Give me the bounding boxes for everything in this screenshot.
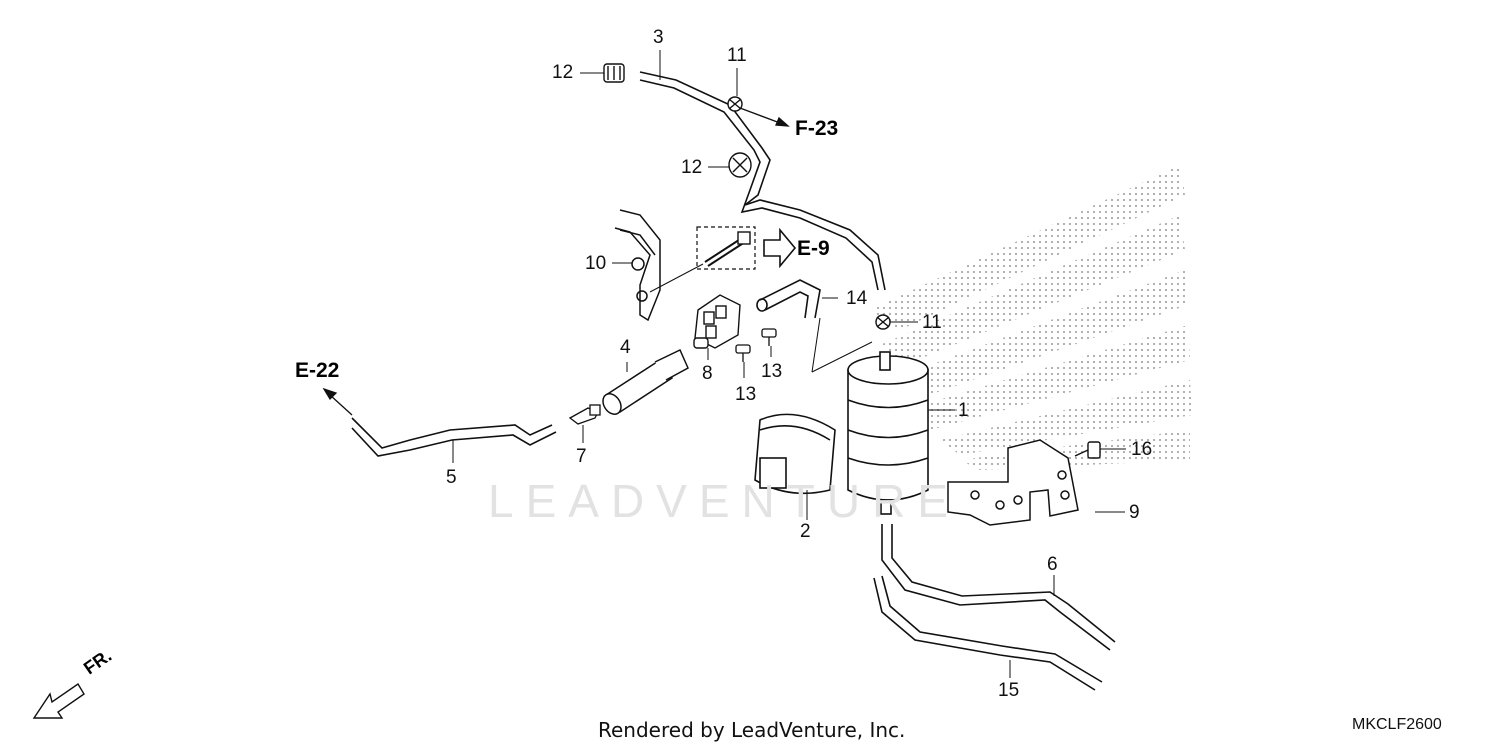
- clamp-part-11-upper: [727, 96, 743, 112]
- leader-14: [811, 317, 821, 373]
- callout-11-lower: 11: [922, 312, 942, 333]
- fitting-part-7: [568, 404, 601, 425]
- callout-13-right: 13: [761, 361, 783, 382]
- ref-f23[interactable]: F-23: [795, 117, 839, 140]
- clip-part-12-upper: [603, 63, 625, 83]
- ref-e9[interactable]: E-9: [797, 237, 830, 260]
- callout-3: 3: [653, 27, 664, 48]
- clamp-part-11-lower: [875, 314, 891, 330]
- leadventure-watermark: LEADVENTURE: [488, 475, 960, 527]
- callout-6: 6: [1047, 554, 1058, 575]
- callout-15: 15: [998, 680, 1020, 701]
- callout-16: 16: [1131, 439, 1153, 460]
- callout-8: 8: [702, 363, 713, 384]
- arrow-to-f23: [739, 107, 790, 127]
- hose-part-15: [873, 575, 1103, 691]
- diagram-code: MKCLF2600: [1352, 716, 1442, 733]
- leader-14b: [811, 341, 873, 373]
- front-direction-arrow: [32, 682, 85, 719]
- callout-12-upper: 12: [552, 62, 574, 83]
- leader-bolt-bracket: [649, 263, 704, 293]
- hose-part-4: [602, 348, 689, 415]
- callout-9: 9: [1129, 502, 1140, 523]
- callout-11-upper: 11: [727, 45, 747, 66]
- ref-e22[interactable]: E-22: [295, 359, 340, 382]
- bracket-part-9: [947, 439, 1079, 526]
- screw-part-13-b: [761, 328, 777, 346]
- wing-logo-watermark: [870, 165, 1192, 470]
- hose-part-6: [881, 524, 1116, 651]
- hose-part-14: [756, 279, 821, 319]
- callout-leaders: [452, 50, 1126, 678]
- callout-1: 1: [958, 400, 969, 421]
- footer-credit: Rendered by LeadVenture, Inc.: [598, 718, 906, 742]
- callout-12-lower: 12: [681, 157, 703, 178]
- callout-13-left: 13: [735, 384, 757, 405]
- arrow-to-e9: [763, 227, 797, 269]
- clip-part-12-lower: [728, 152, 752, 178]
- screw-part-13-a: [735, 344, 751, 362]
- tube-part-5: [351, 417, 557, 457]
- callout-5: 5: [446, 467, 457, 488]
- canister-part-1: [847, 351, 929, 515]
- bolt-part-16: [1074, 441, 1101, 459]
- callout-2: 2: [800, 521, 811, 542]
- callout-14: 14: [846, 288, 868, 309]
- bolt-callout-box: [696, 226, 756, 270]
- callout-4: 4: [620, 337, 631, 358]
- valve-part-8: [693, 294, 741, 349]
- bracket-part-10: [614, 209, 661, 322]
- band-part-2: [754, 413, 836, 495]
- arrow-to-e22: [322, 387, 353, 416]
- tube-part-3: [639, 71, 886, 291]
- callout-7: 7: [576, 446, 587, 467]
- callout-10: 10: [585, 253, 607, 274]
